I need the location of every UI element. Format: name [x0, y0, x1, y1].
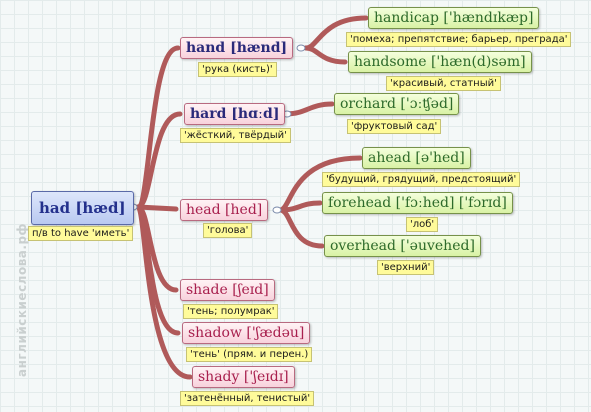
edge-hand-handsome — [303, 45, 348, 65]
head-connector-dot — [272, 206, 282, 214]
edge-head-overhead — [277, 207, 325, 249]
translation-handsome: 'красивый, статный' — [386, 76, 501, 91]
translation-forehead: 'лоб' — [406, 217, 439, 232]
word-node-orchard[interactable]: orchard ['ɔːʧəd] — [334, 93, 460, 115]
word-node-shade[interactable]: shade [ʃeɪd] — [180, 279, 275, 301]
edge-hard-orchard — [283, 101, 335, 117]
edge-root-hand — [135, 45, 181, 210]
word-node-forehead[interactable]: forehead ['fɔːhed] ['fɔrɪd] — [322, 192, 513, 214]
root-word-node[interactable]: had [hæd] — [31, 191, 134, 225]
word-node-shady[interactable]: shady ['ʃeɪdɪ] — [192, 366, 295, 388]
word-node-handicap[interactable]: handicap ['hændɪkæp] — [368, 7, 540, 29]
translation-handicap: 'помеха; препятствие; барьер, преграда' — [346, 32, 572, 47]
translation-head: 'голова' — [203, 223, 253, 238]
word-node-ahead[interactable]: ahead [ə'hed] — [362, 147, 471, 169]
root-translation: п/в to have 'иметь' — [28, 226, 134, 241]
translation-shade: 'тень; полумрак' — [183, 304, 279, 319]
edge-root-head — [135, 204, 179, 212]
word-node-overhead[interactable]: overhead ['əuvehed] — [324, 235, 481, 257]
word-node-shadow[interactable]: shadow ['ʃædəu] — [182, 322, 311, 344]
edge-root-shady — [135, 204, 193, 380]
word-node-hard[interactable]: hard [hɑːd] — [184, 103, 286, 125]
word-node-handsome[interactable]: handsome ['hæn(d)səm] — [348, 51, 532, 73]
hand-connector-dot — [296, 44, 306, 52]
word-node-head[interactable]: head [hed] — [180, 199, 269, 221]
edge-root-hard — [135, 111, 183, 210]
word-node-hand[interactable]: hand [hænd] — [180, 37, 294, 59]
translation-shadow: 'тень' (прям. и перен.) — [186, 347, 313, 362]
translation-hard: 'жёсткий, твёрдый' — [180, 128, 291, 143]
translation-overhead: 'верхний' — [377, 260, 435, 275]
translation-hand: 'рука (кисть)' — [198, 62, 277, 77]
translation-ahead: 'будущий, грядущий, предстоящий' — [322, 172, 521, 187]
translation-shady: 'затенённый, тенистый' — [180, 391, 315, 406]
translation-orchard: 'фруктовый сад' — [347, 119, 442, 134]
